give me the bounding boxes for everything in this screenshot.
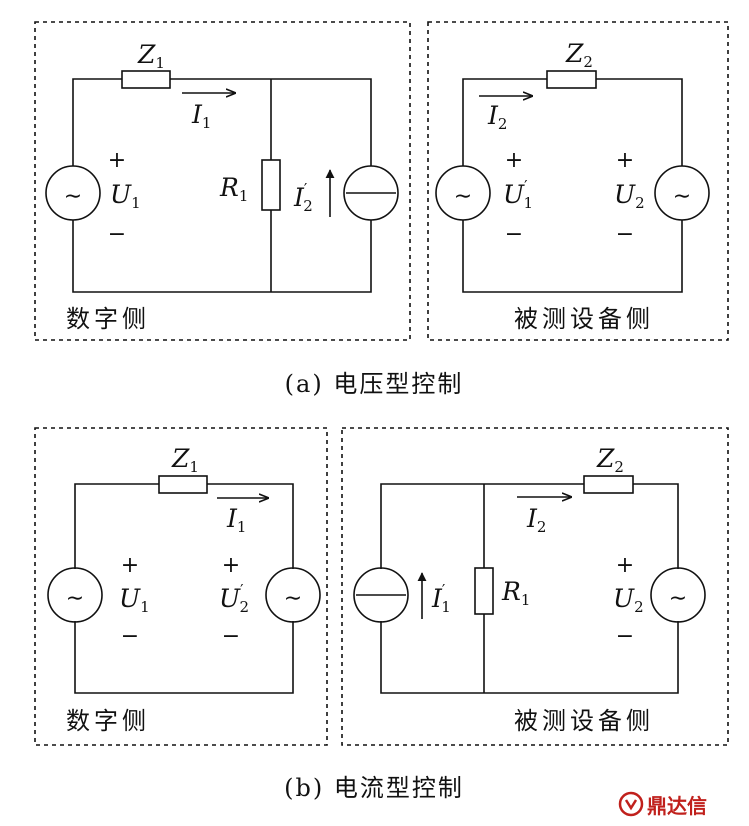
current-source — [353, 567, 409, 623]
label-u1prime: U′1 — [503, 177, 533, 212]
label-u1: U1 — [119, 584, 150, 616]
tilde-symbol: ∼ — [454, 184, 472, 209]
digital-side-box — [34, 427, 328, 746]
tilde-symbol: ∼ — [669, 586, 687, 611]
label-z1: Z1 — [137, 40, 165, 72]
wire — [74, 483, 294, 694]
plus-sign: + — [505, 148, 523, 173]
panel-a — [34, 21, 729, 341]
plus-sign: + — [222, 553, 240, 578]
device-side-box — [427, 21, 729, 341]
voltage-source-u2prime — [265, 567, 321, 623]
impedance-z2 — [546, 70, 597, 89]
digital-side-label: 数字侧 — [66, 707, 150, 735]
voltage-source-u1 — [45, 165, 101, 221]
tilde-symbol: ∼ — [66, 586, 84, 611]
voltage-source-u1prime — [435, 165, 491, 221]
current-source — [343, 165, 399, 221]
caption-a: (a) 电压型控制 — [285, 370, 464, 398]
label-z1: Z1 — [171, 444, 199, 476]
minus-sign: − — [616, 222, 634, 247]
minus-sign: − — [505, 222, 523, 247]
voltage-source-u1 — [47, 567, 103, 623]
plus-sign: + — [121, 553, 139, 578]
digital-side-box — [34, 21, 411, 341]
voltage-source-u2 — [650, 567, 706, 623]
minus-sign: − — [108, 222, 126, 247]
label-u2: U2 — [614, 180, 645, 212]
caption-b: (b) 电流型控制 — [284, 774, 464, 802]
label-r1: R1 — [501, 577, 530, 609]
label-i2: I2 — [487, 101, 507, 133]
tilde-symbol: ∼ — [284, 586, 302, 611]
wire — [462, 78, 683, 293]
tilde-symbol: ∼ — [673, 184, 691, 209]
digital-side-label: 数字侧 — [66, 305, 150, 333]
voltage-source-u2 — [654, 165, 710, 221]
label-r1: R1 — [219, 173, 248, 205]
label-u1: U1 — [110, 180, 141, 212]
plus-sign: + — [616, 553, 634, 578]
label-i1prime: I′1 — [431, 581, 451, 616]
plus-sign: + — [108, 148, 126, 173]
plus-sign: + — [616, 148, 634, 173]
device-side-label: 被测设备侧 — [514, 305, 654, 333]
device-side-box — [341, 427, 729, 746]
panel-b — [34, 427, 729, 746]
resistor-r1 — [261, 159, 281, 211]
label-z2: Z2 — [596, 444, 624, 476]
label-u2: U2 — [613, 584, 644, 616]
label-z2: Z2 — [565, 39, 593, 71]
watermark-logo: 鼎达信 — [618, 788, 743, 820]
impedance-z1 — [121, 70, 171, 89]
watermark-text: 鼎达信 — [647, 793, 707, 818]
minus-sign: − — [222, 624, 240, 649]
wire — [72, 78, 372, 293]
impedance-z1 — [158, 475, 208, 494]
minus-sign: − — [121, 624, 139, 649]
minus-sign: − — [616, 624, 634, 649]
label-i2prime: I′2 — [293, 180, 313, 215]
label-i1: I1 — [226, 504, 246, 536]
label-u2prime: U′2 — [219, 581, 249, 616]
label-i1: I1 — [191, 100, 211, 132]
resistor-r1 — [474, 567, 494, 615]
device-side-label: 被测设备侧 — [514, 707, 654, 735]
tilde-symbol: ∼ — [64, 184, 82, 209]
watermark-icon — [618, 791, 644, 817]
impedance-z2 — [583, 475, 634, 494]
label-i2: I2 — [526, 504, 546, 536]
panel-b-labels: ∼ ∼ ∼ Z1 I1 + U1 − + U′2 − Z2 I2 I′1 R1 … — [66, 444, 687, 802]
panel-a-labels: ∼ ∼ ∼ Z1 I1 + U1 − R1 I′2 Z2 I2 + U′1 − … — [64, 39, 691, 398]
wire — [380, 483, 679, 694]
